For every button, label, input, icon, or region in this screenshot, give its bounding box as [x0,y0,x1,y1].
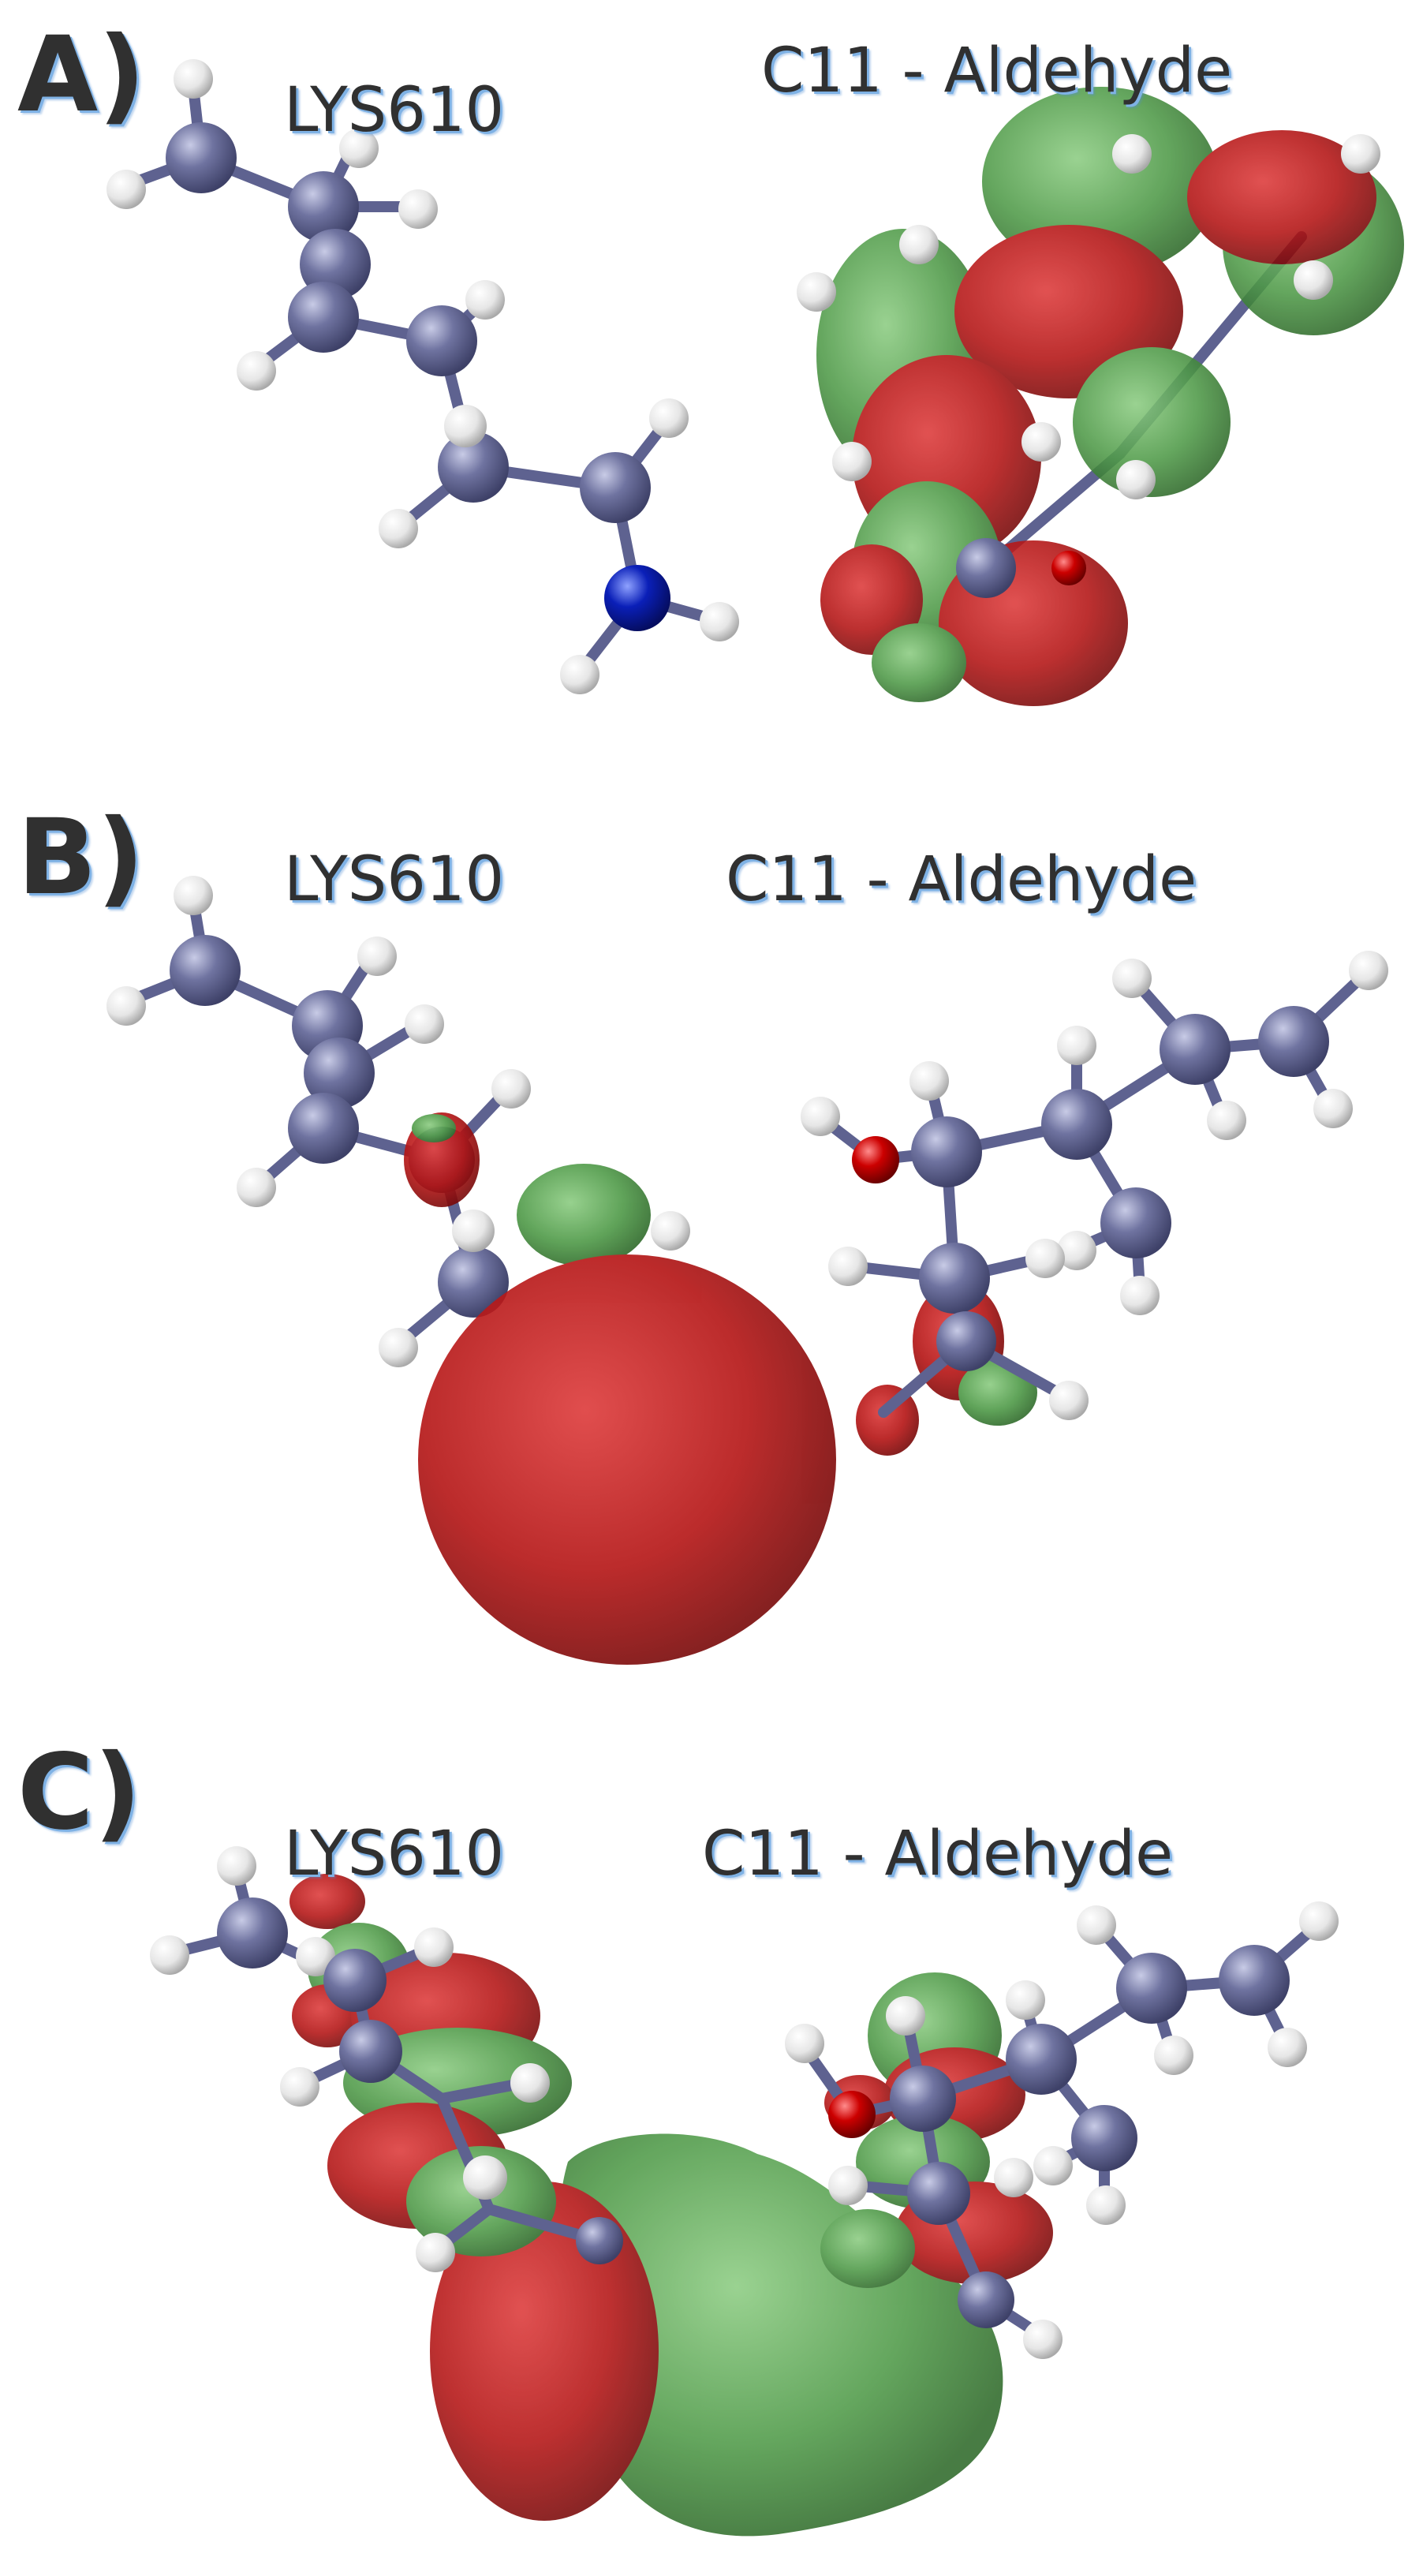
panel-a [106,59,1404,706]
lys610-label-c: LYS610 [284,1819,505,1890]
aldehyde-label-a: C11 - Aldehyde [761,36,1233,107]
orbital-lobes-b [404,1112,1037,1665]
lys610-label-b: LYS610 [284,844,505,915]
aldehyde-atoms-b [801,951,1388,1420]
lys610-atoms-c [150,1846,623,2272]
aldehyde-atoms-c [785,1901,1339,2359]
aldehyde-label-b: C11 - Aldehyde [726,844,1197,915]
panel-label-c: C) [17,1732,142,1853]
orbital-lobes-a [816,87,1404,706]
lys610-atoms-b [106,876,531,1367]
panel-c [150,1846,1339,2537]
aldehyde-structure-a [797,87,1404,706]
lys610-label-a: LYS610 [284,75,505,146]
aldehyde-label-c: C11 - Aldehyde [702,1819,1174,1890]
panel-b [106,876,1388,1665]
panel-label-b: B) [17,797,144,918]
lys610-atoms-a [106,59,739,694]
panel-label-a: A) [17,14,146,136]
